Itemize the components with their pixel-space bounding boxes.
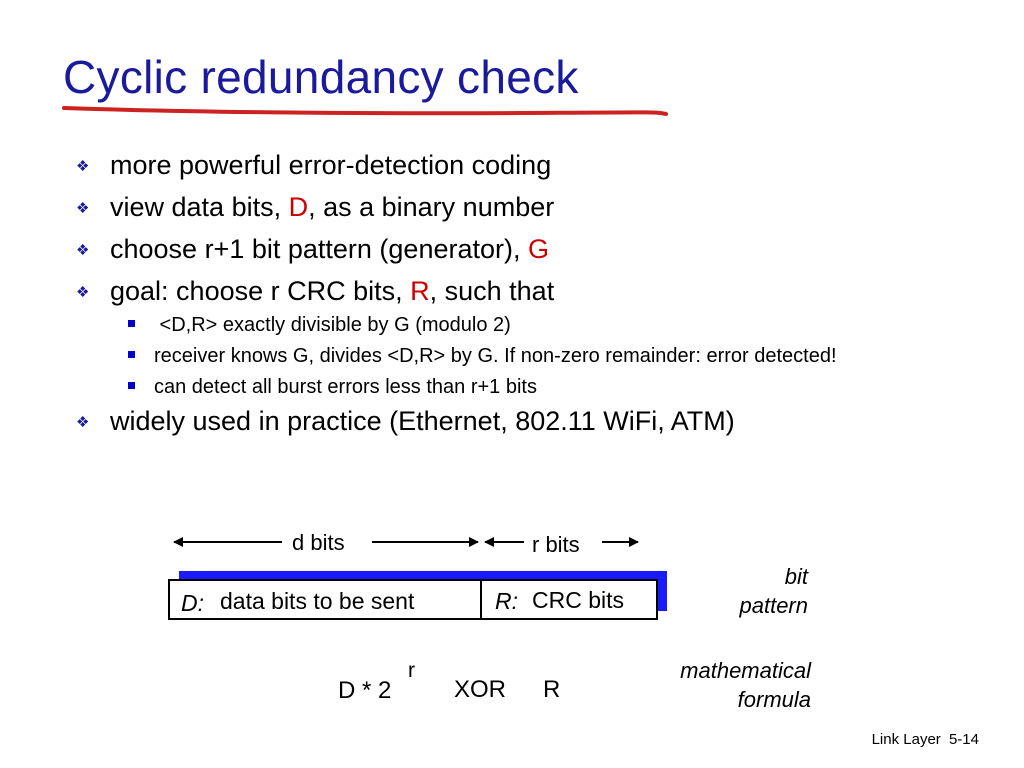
sub-bullet-item: <D,R> exactly divisible by G (modulo 2)	[128, 313, 956, 338]
crc-field-prefix: R:	[495, 588, 518, 614]
square-bullet-icon	[128, 382, 135, 390]
formula-exponent: r	[408, 659, 415, 682]
formula-d-times: D * 2	[338, 677, 391, 704]
formula-r: R	[543, 676, 560, 703]
data-field-label: data bits to be sent	[220, 588, 415, 614]
square-bullet-icon	[128, 320, 135, 328]
footer-section: Link Layer	[871, 731, 941, 748]
formula-xor: XOR	[454, 676, 506, 703]
bit-pattern-caption-line2: pattern	[739, 593, 809, 618]
sub-bullet-item: can detect all burst errors less than r+…	[128, 375, 956, 400]
title-underline	[62, 106, 668, 116]
diamond-bullet-icon: ❖	[76, 414, 90, 432]
sub-bullet-item: receiver knows G, divides <D,R> by G. If…	[128, 344, 956, 369]
formula-caption-line1: mathematical	[680, 658, 812, 683]
d-bits-label: d bits	[292, 530, 345, 555]
bit-pattern-box	[168, 579, 658, 620]
formula-caption-line2: formula	[738, 687, 811, 712]
bullet-item: ❖ widely used in practice (Ethernet, 802…	[76, 406, 735, 437]
diamond-bullet-icon: ❖	[76, 199, 90, 217]
bullet-item: ❖ more powerful error-detection coding	[76, 150, 552, 180]
bullet-item: ❖ view data bits, D, as a binary number	[76, 191, 555, 222]
page-number: 5-14	[948, 731, 979, 748]
bullet-item: ❖ goal: choose r CRC bits, R, such that	[76, 275, 555, 306]
slide-title: Cyclic redundancy check	[63, 51, 579, 103]
diamond-bullet-icon: ❖	[76, 158, 90, 175]
diamond-bullet-icon: ❖	[76, 283, 90, 301]
r-bits-label: r bits	[532, 532, 580, 557]
bullet-list: ❖ more powerful error-detection coding ❖…	[76, 150, 956, 448]
crc-field-label: CRC bits	[532, 587, 624, 613]
bit-pattern-caption-line1: bit	[785, 564, 809, 589]
square-bullet-icon	[128, 351, 135, 359]
data-field-prefix: D:	[181, 590, 204, 616]
sub-bullet-list: <D,R> exactly divisible by G (modulo 2) …	[76, 313, 956, 400]
diamond-bullet-icon: ❖	[76, 241, 90, 259]
bullet-item: ❖ choose r+1 bit pattern (generator), G	[76, 233, 550, 264]
slide-footer: Link Layer 5-14	[872, 731, 979, 748]
